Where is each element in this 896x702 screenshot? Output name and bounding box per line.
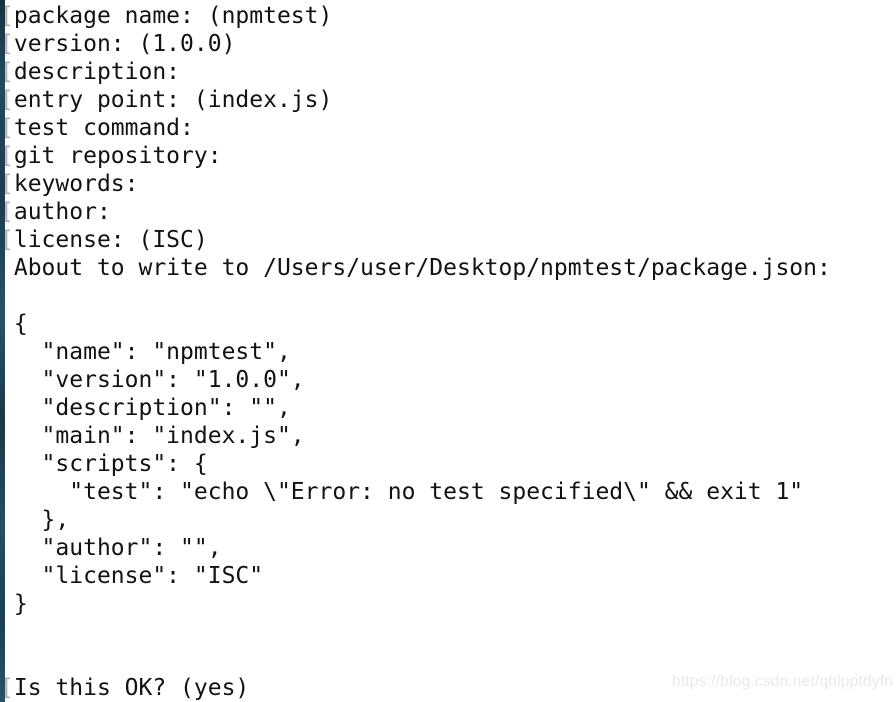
terminal-line bbox=[0, 646, 896, 674]
terminal-line: "version": "1.0.0", bbox=[0, 366, 896, 394]
terminal-line-text: "name": "npmtest", bbox=[13, 339, 291, 365]
terminal-line: [keywords: bbox=[0, 170, 896, 198]
terminal-line: "main": "index.js", bbox=[0, 422, 896, 450]
terminal-line: } bbox=[0, 590, 896, 618]
terminal-line-text: description: bbox=[13, 59, 181, 85]
terminal-line: [test command: bbox=[0, 114, 896, 142]
terminal-line-text: }, bbox=[13, 507, 70, 533]
terminal-line: [version: (1.0.0) bbox=[0, 30, 896, 58]
terminal-line: }, bbox=[0, 506, 896, 534]
terminal-line-text: Is this OK? (yes) bbox=[13, 675, 250, 701]
terminal-line: [Is this OK? (yes) bbox=[0, 674, 896, 702]
terminal-line-text: "test": "echo \"Error: no test specified… bbox=[13, 479, 804, 505]
terminal-line: "test": "echo \"Error: no test specified… bbox=[0, 478, 896, 506]
terminal-line-text: "version": "1.0.0", bbox=[13, 367, 305, 393]
terminal-line-text: About to write to /Users/user/Desktop/np… bbox=[13, 255, 831, 281]
terminal-line-text: git repository: bbox=[13, 143, 222, 169]
terminal-line: About to write to /Users/user/Desktop/np… bbox=[0, 254, 896, 282]
terminal-line: [description: bbox=[0, 58, 896, 86]
terminal-line-text: "scripts": { bbox=[13, 451, 208, 477]
terminal-line-text: license: (ISC) bbox=[13, 227, 208, 253]
terminal-line: "license": "ISC" bbox=[0, 562, 896, 590]
terminal-line: [author: bbox=[0, 198, 896, 226]
terminal-line: [git repository: bbox=[0, 142, 896, 170]
terminal-line: [entry point: (index.js) bbox=[0, 86, 896, 114]
terminal-line-text: test command: bbox=[13, 115, 194, 141]
terminal-line: "name": "npmtest", bbox=[0, 338, 896, 366]
terminal-line bbox=[0, 618, 896, 646]
terminal-line-text: "description": "", bbox=[13, 395, 291, 421]
terminal-line: "description": "", bbox=[0, 394, 896, 422]
terminal-line: [license: (ISC) bbox=[0, 226, 896, 254]
terminal-line-text: "main": "index.js", bbox=[13, 423, 305, 449]
terminal-line-text: { bbox=[13, 311, 28, 337]
terminal-line-text: author: bbox=[13, 199, 111, 225]
terminal-line: [package name: (npmtest) bbox=[0, 2, 896, 30]
terminal-line-text: version: (1.0.0) bbox=[13, 31, 236, 57]
terminal-line: "author": "", bbox=[0, 534, 896, 562]
terminal-line: "scripts": { bbox=[0, 450, 896, 478]
watermark: https://blog.csdn.net/qhlpptdyfn bbox=[672, 673, 893, 690]
terminal-line-text: keywords: bbox=[13, 171, 139, 197]
terminal-line bbox=[0, 282, 896, 310]
terminal-line-text: package name: (npmtest) bbox=[13, 3, 333, 29]
terminal-line: { bbox=[0, 310, 896, 338]
terminal-line-text: } bbox=[13, 591, 28, 617]
terminal-line-text: "author": "", bbox=[13, 535, 222, 561]
terminal-line-text: "license": "ISC" bbox=[13, 563, 264, 589]
desktop-wallpaper-edge bbox=[0, 0, 5, 702]
terminal-line-text: entry point: (index.js) bbox=[13, 87, 333, 113]
